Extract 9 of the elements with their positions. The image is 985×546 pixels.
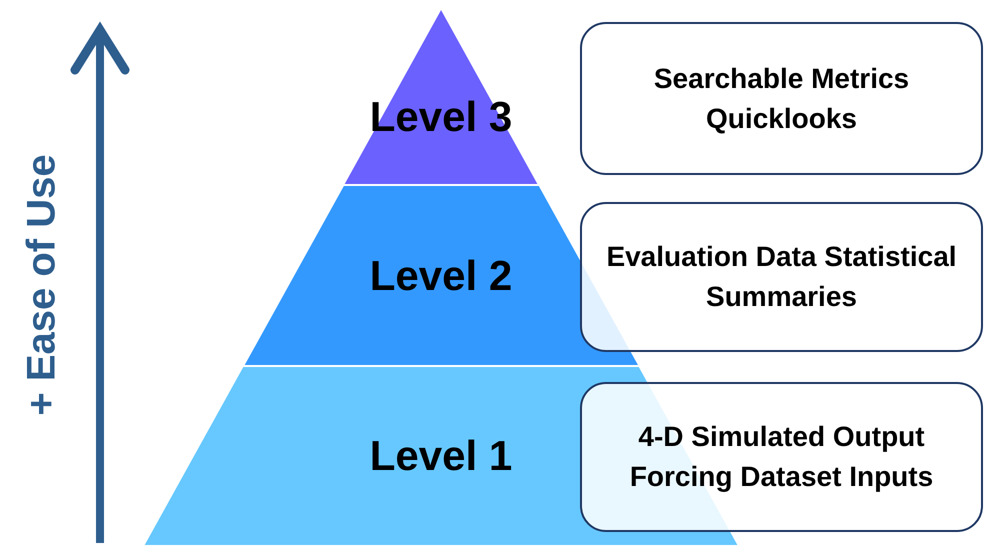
level-label: Level 1 <box>370 432 512 480</box>
box-text: 4-D Simulated Output Forcing Dataset Inputs <box>628 420 934 494</box>
box-text: Evaluation Data Statistical Summaries <box>605 240 958 314</box>
description-box <box>580 382 983 532</box>
description-box <box>580 22 983 175</box>
description-box <box>580 202 983 352</box>
level-label: Level 2 <box>370 252 512 300</box>
box-text: Searchable Metrics Quicklooks <box>652 62 910 136</box>
axis-label: + Ease of Use <box>20 154 64 416</box>
